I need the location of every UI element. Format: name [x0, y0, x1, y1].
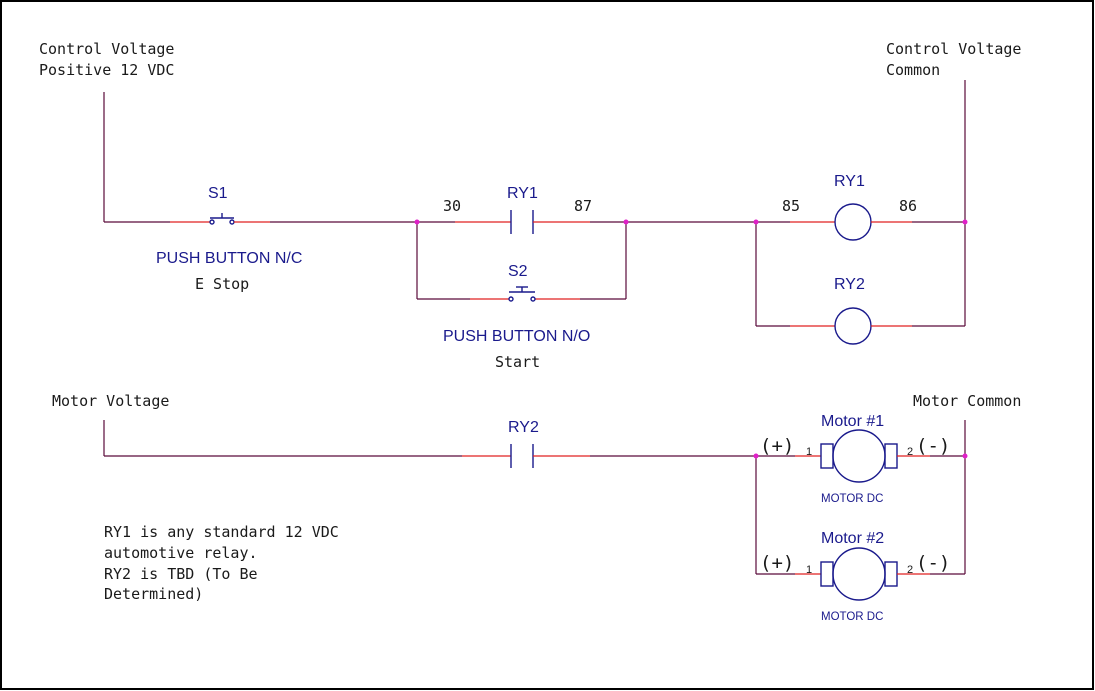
ry1-pin-87: 87 [574, 197, 592, 215]
junction-dot [962, 453, 968, 459]
note-line-3: RY2 is TBD (To Be [104, 565, 258, 583]
motor-2-pin-1: 1 [806, 564, 812, 576]
junction-dot [414, 219, 420, 225]
s1-type-label: PUSH BUTTON N/C [156, 250, 302, 267]
motor-2-type: MOTOR DC [821, 611, 883, 623]
note-line-2: automotive relay. [104, 544, 258, 562]
motor-2 [755, 456, 965, 601]
motor-voltage-rail [103, 420, 462, 457]
positive-rail [103, 92, 170, 223]
ry1-pin-86: 86 [899, 197, 917, 215]
ry1-contact-label: RY1 [507, 185, 538, 202]
junction-dot [753, 219, 759, 225]
s2-branch [416, 222, 627, 300]
s1-label: S1 [208, 185, 228, 202]
s2-label: S2 [508, 263, 528, 280]
ry2-contact [462, 444, 756, 468]
s2-desc-label: Start [495, 353, 540, 371]
motor-1-pin-1: 1 [806, 446, 812, 458]
motor-1-type: MOTOR DC [821, 493, 883, 505]
junction-dot [623, 219, 629, 225]
note-line-4: Determined) [104, 585, 203, 603]
s2-push-button-no [508, 286, 536, 302]
s1-push-button-nc [170, 213, 270, 225]
motor-2-pin-2: 2 [907, 564, 913, 576]
control-positive-label-line2: Positive 12 VDC [39, 61, 174, 79]
motor-1 [756, 429, 965, 483]
control-common-label-line2: Common [886, 61, 940, 79]
s1-desc-label: E Stop [195, 275, 249, 293]
ry1-coil [756, 203, 965, 241]
s2-type-label: PUSH BUTTON N/O [443, 328, 590, 345]
control-positive-label-line1: Control Voltage [39, 40, 174, 58]
control-common-label-line1: Control Voltage [886, 40, 1021, 58]
motor-2-plus: (+) [760, 552, 794, 574]
motor-1-minus: (-) [916, 435, 950, 457]
ry1-pin-30: 30 [443, 197, 461, 215]
motor-common-label: Motor Common [913, 392, 1021, 410]
note-line-1: RY1 is any standard 12 VDC [104, 523, 339, 541]
junction-dot [753, 453, 759, 459]
motor-voltage-label: Motor Voltage [52, 392, 169, 410]
ry2-coil [755, 222, 965, 345]
motor-1-label: Motor #1 [821, 413, 884, 430]
motor-2-label: Motor #2 [821, 530, 884, 547]
motor-1-plus: (+) [760, 435, 794, 457]
junction-dot [962, 219, 968, 225]
relay-note: RY1 is any standard 12 VDC automotive re… [104, 523, 339, 603]
ry2-coil-label: RY2 [834, 276, 865, 293]
motor-1-pin-2: 2 [907, 446, 913, 458]
ry2-contact-label: RY2 [508, 419, 539, 436]
ry1-pin-85: 85 [782, 197, 800, 215]
ry1-coil-label: RY1 [834, 173, 865, 190]
ry1-contact [417, 210, 626, 234]
motor-2-minus: (-) [916, 552, 950, 574]
